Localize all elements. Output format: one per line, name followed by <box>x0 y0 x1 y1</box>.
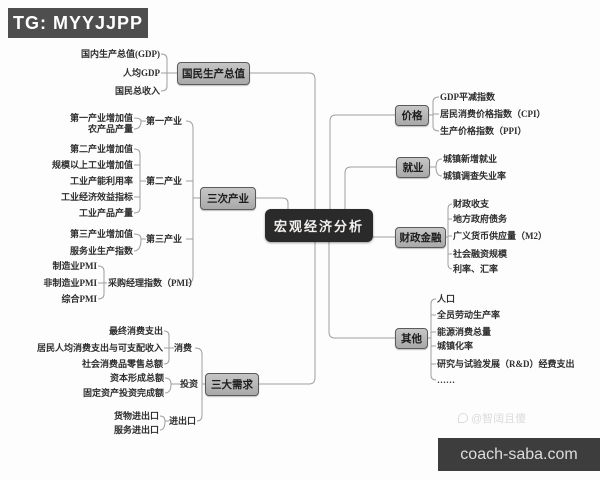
leaf-node: 第二产业增加值 <box>69 144 133 154</box>
group-secondary-industry: 第二产业 <box>146 176 183 186</box>
branch-industries: 三次产业 <box>200 187 256 210</box>
weibo-watermark-text: @智阔且傻 <box>471 413 527 425</box>
leaf-node: 城镇调查失业率 <box>443 171 507 181</box>
group-consumption: 消费 <box>174 343 193 353</box>
branch-demands: 三大需求 <box>205 373 259 396</box>
leaf-node: 地方政府债务 <box>453 214 508 224</box>
group-investment: 投资 <box>180 379 199 389</box>
branch-gnp: 国民生产总值 <box>177 62 250 85</box>
group-import-export: 进出口 <box>169 416 197 426</box>
leaf-node: 城镇新增就业 <box>443 154 498 164</box>
tg-handle-banner: TG: MYYJJPP <box>8 8 148 38</box>
leaf-node: 城镇化率 <box>437 341 474 351</box>
leaf-node: 服务进出口 <box>113 425 159 435</box>
leaf-node: 全员劳动生产率 <box>437 310 501 320</box>
leaf-node: 制造业PMI <box>52 261 98 271</box>
leaf-node: 最终消费支出 <box>108 326 163 336</box>
leaf-node: 居民消费价格指数（CPI） <box>440 109 546 119</box>
leaf-node: 人均GDP <box>123 68 160 78</box>
group-primary-industry: 第一产业 <box>146 116 183 126</box>
leaf-node: 能源消费总量 <box>437 327 492 337</box>
leaf-node: GDP平减指数 <box>440 92 495 102</box>
leaf-node: 农产品产量 <box>87 124 133 134</box>
leaf-node: 人口 <box>437 294 456 304</box>
leaf-node: 社会消费品零售总额 <box>81 359 163 369</box>
branch-fiscal: 财政金融 <box>395 227 446 248</box>
leaf-node: 社会融资规模 <box>453 249 508 259</box>
leaf-node: 固定资产投资完成额 <box>82 388 164 398</box>
group-pmi: 采购经理指数（PMI） <box>108 278 198 288</box>
leaf-node: 非制造业PMI <box>43 278 98 288</box>
leaf-node: 规模以上工业增加值 <box>51 160 133 170</box>
weibo-watermark: @智阔且傻 <box>458 410 526 426</box>
leaf-node: 国民总收入 <box>114 86 160 96</box>
leaf-node: 生产价格指数（PPI） <box>440 126 527 136</box>
branch-other: 其他 <box>395 328 428 349</box>
leaf-node: 资本形成总额 <box>109 373 164 383</box>
leaf-node: 货物进出口 <box>113 411 159 421</box>
leaf-node: 工业经济效益指标 <box>60 192 133 202</box>
leaf-node: 国内生产总值(GDP) <box>81 49 160 59</box>
leaf-node: 第三产业增加值 <box>69 229 133 239</box>
leaf-node: 工业产能利用率 <box>69 176 133 186</box>
branch-price: 价格 <box>395 105 429 126</box>
leaf-node: 财政收支 <box>453 199 490 209</box>
leaf-node: 服务业生产指数 <box>69 246 133 256</box>
leaf-node: 居民人均消费支出与可支配收入 <box>36 343 163 353</box>
group-tertiary-industry: 第三产业 <box>146 234 183 244</box>
leaf-node: 利率、汇率 <box>453 264 499 274</box>
leaf-node: 研究与试验发展（R&D）经费支出 <box>437 359 575 369</box>
site-url-banner: coach-saba.com <box>438 438 600 471</box>
branch-employment: 就业 <box>396 157 430 178</box>
leaf-node: …… <box>437 375 455 385</box>
weibo-logo-icon <box>458 413 468 423</box>
leaf-node: 工业产品产量 <box>78 208 133 218</box>
leaf-node: 广义货币供应量（M2） <box>453 231 547 241</box>
leaf-node: 第一产业增加值 <box>69 113 133 123</box>
leaf-node: 综合PMI <box>61 294 98 304</box>
root-node: 宏观经济分析 <box>265 209 373 242</box>
